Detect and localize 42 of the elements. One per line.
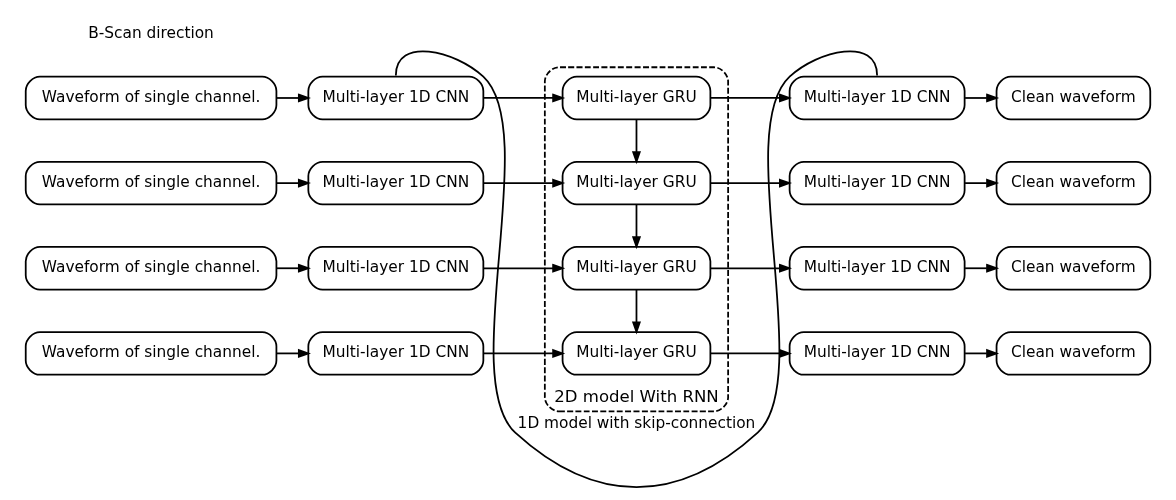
arrow xyxy=(631,203,642,250)
node-box: Multi-layer GRU xyxy=(561,75,712,121)
node-box: Waveform of single channel. xyxy=(24,75,278,121)
node-box: Multi-layer GRU xyxy=(561,160,712,206)
node-box: Multi-layer 1D CNN xyxy=(788,160,966,206)
node-box: Multi-layer 1D CNN xyxy=(307,160,485,206)
arrow xyxy=(482,348,566,358)
node-box: Waveform of single channel. xyxy=(24,246,278,291)
node-box: Multi-layer 1D CNN xyxy=(307,75,485,121)
node-box: Multi-layer GRU xyxy=(561,331,712,376)
arrow xyxy=(964,178,1000,188)
connector xyxy=(394,50,878,489)
node-box: Clean waveform xyxy=(995,160,1152,206)
arrow xyxy=(964,348,1000,358)
node-box: Waveform of single channel. xyxy=(24,160,278,206)
arrow xyxy=(482,93,566,103)
node-box: Multi-layer 1D CNN xyxy=(788,331,966,376)
node-box: Clean waveform xyxy=(995,331,1152,376)
arrow xyxy=(275,178,311,188)
arrow xyxy=(964,263,1000,273)
node-box: Clean waveform xyxy=(995,75,1152,121)
node-box: Multi-layer 1D CNN xyxy=(788,75,966,121)
node-box: Multi-layer 1D CNN xyxy=(307,246,485,291)
arrow xyxy=(275,348,311,358)
arrow xyxy=(964,93,1000,103)
arrow xyxy=(275,263,311,273)
arrow xyxy=(709,263,793,273)
arrow xyxy=(482,178,566,188)
node-box: Multi-layer GRU xyxy=(561,246,712,291)
arrow xyxy=(482,263,566,273)
node-box: Multi-layer 1D CNN xyxy=(788,246,966,291)
arrow xyxy=(709,178,793,188)
label: B-Scan direction xyxy=(88,24,214,43)
node-box: Waveform of single channel. xyxy=(24,331,278,376)
edge-label: 1D model with skip-connection xyxy=(517,414,756,433)
arrow xyxy=(709,348,793,358)
node-box: Multi-layer 1D CNN xyxy=(307,331,485,376)
node-box: Clean waveform xyxy=(995,246,1152,291)
arrow xyxy=(709,93,793,103)
arrow xyxy=(631,288,642,335)
arrow xyxy=(275,93,311,103)
arrow xyxy=(631,118,642,165)
